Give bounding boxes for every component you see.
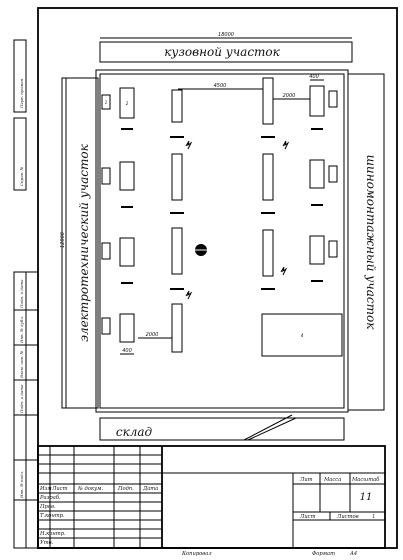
margin-label-5: Справ. № [19,167,24,186]
room-label-right: шиномонтажный участок [364,155,378,331]
scale-label: Масштаб [351,476,380,483]
margin-label-2: Взам. инв. № [19,351,24,379]
header-list: Лист [51,486,68,492]
power-outlet-icons [185,140,290,300]
title-block-text: Изм Лист № докум. Подп. Дата Разраб. Про… [39,476,380,557]
format-label: Формат [312,551,335,557]
role-5: Утв. [40,540,54,546]
bench-number: 1 [105,100,108,105]
margin-label-6: Перв. примен. [19,77,24,109]
header-izm: Изм [39,486,52,492]
building-walls [61,41,385,441]
lit-label: Лит [299,477,313,483]
mass-label: Масса [323,477,341,483]
sheets-label: Листов [336,514,359,520]
left-margin-strip [13,39,39,549]
role-0: Разраб. [39,494,61,501]
role-1: Пров. [39,504,56,510]
format-value: А4 [349,551,357,557]
dim-post-spacing-left: 2000 [146,332,159,338]
title-block [37,445,386,549]
header-doc: № докум. [77,486,103,492]
margin-label-4: Инв. № подл. [19,471,24,499]
scale-value: 11 [360,492,373,503]
copied-label: Копировал [181,551,212,557]
role-2: Т.контр. [40,513,65,519]
sheets-value: 1 [372,514,375,520]
dim-post-spacing-right: 2000 [283,93,296,99]
equipment-numbers: 1 2 4 [105,100,304,338]
room-label-bottom: склад [116,425,153,439]
role-4: Н.контр. [39,531,66,537]
left-margin-labels: Подп. и дата Инв. № дубл. Взам. инв. № П… [19,77,24,499]
margin-label-1: Инв. № дубл. [19,316,24,344]
post-number: 2 [126,101,129,106]
dim-offset-top-right: 400 [309,74,319,80]
header-date: Дата [142,486,158,492]
hatch-marks [121,128,323,290]
dim-overall-width: 18000 [218,32,234,38]
room-label-left: электротехнический участок [77,143,91,341]
dimension-labels: 18000 12000 4500 2000 400 2000 400 [60,32,319,354]
dim-overall-height: 12000 [60,232,66,248]
header-sign: Подп. [117,486,134,492]
margin-label-0: Подп. и дата [19,279,24,309]
margin-label-3: Подп. и дата [19,384,24,414]
dim-aisle: 4500 [214,83,227,89]
dimension-lines [62,37,352,409]
large-unit-number: 4 [301,333,304,338]
room-label-top: кузовной участок [164,45,280,59]
equipment [101,77,343,357]
dim-offset-bottom-left: 400 [122,348,132,354]
sheet-label: Лист [299,514,316,520]
